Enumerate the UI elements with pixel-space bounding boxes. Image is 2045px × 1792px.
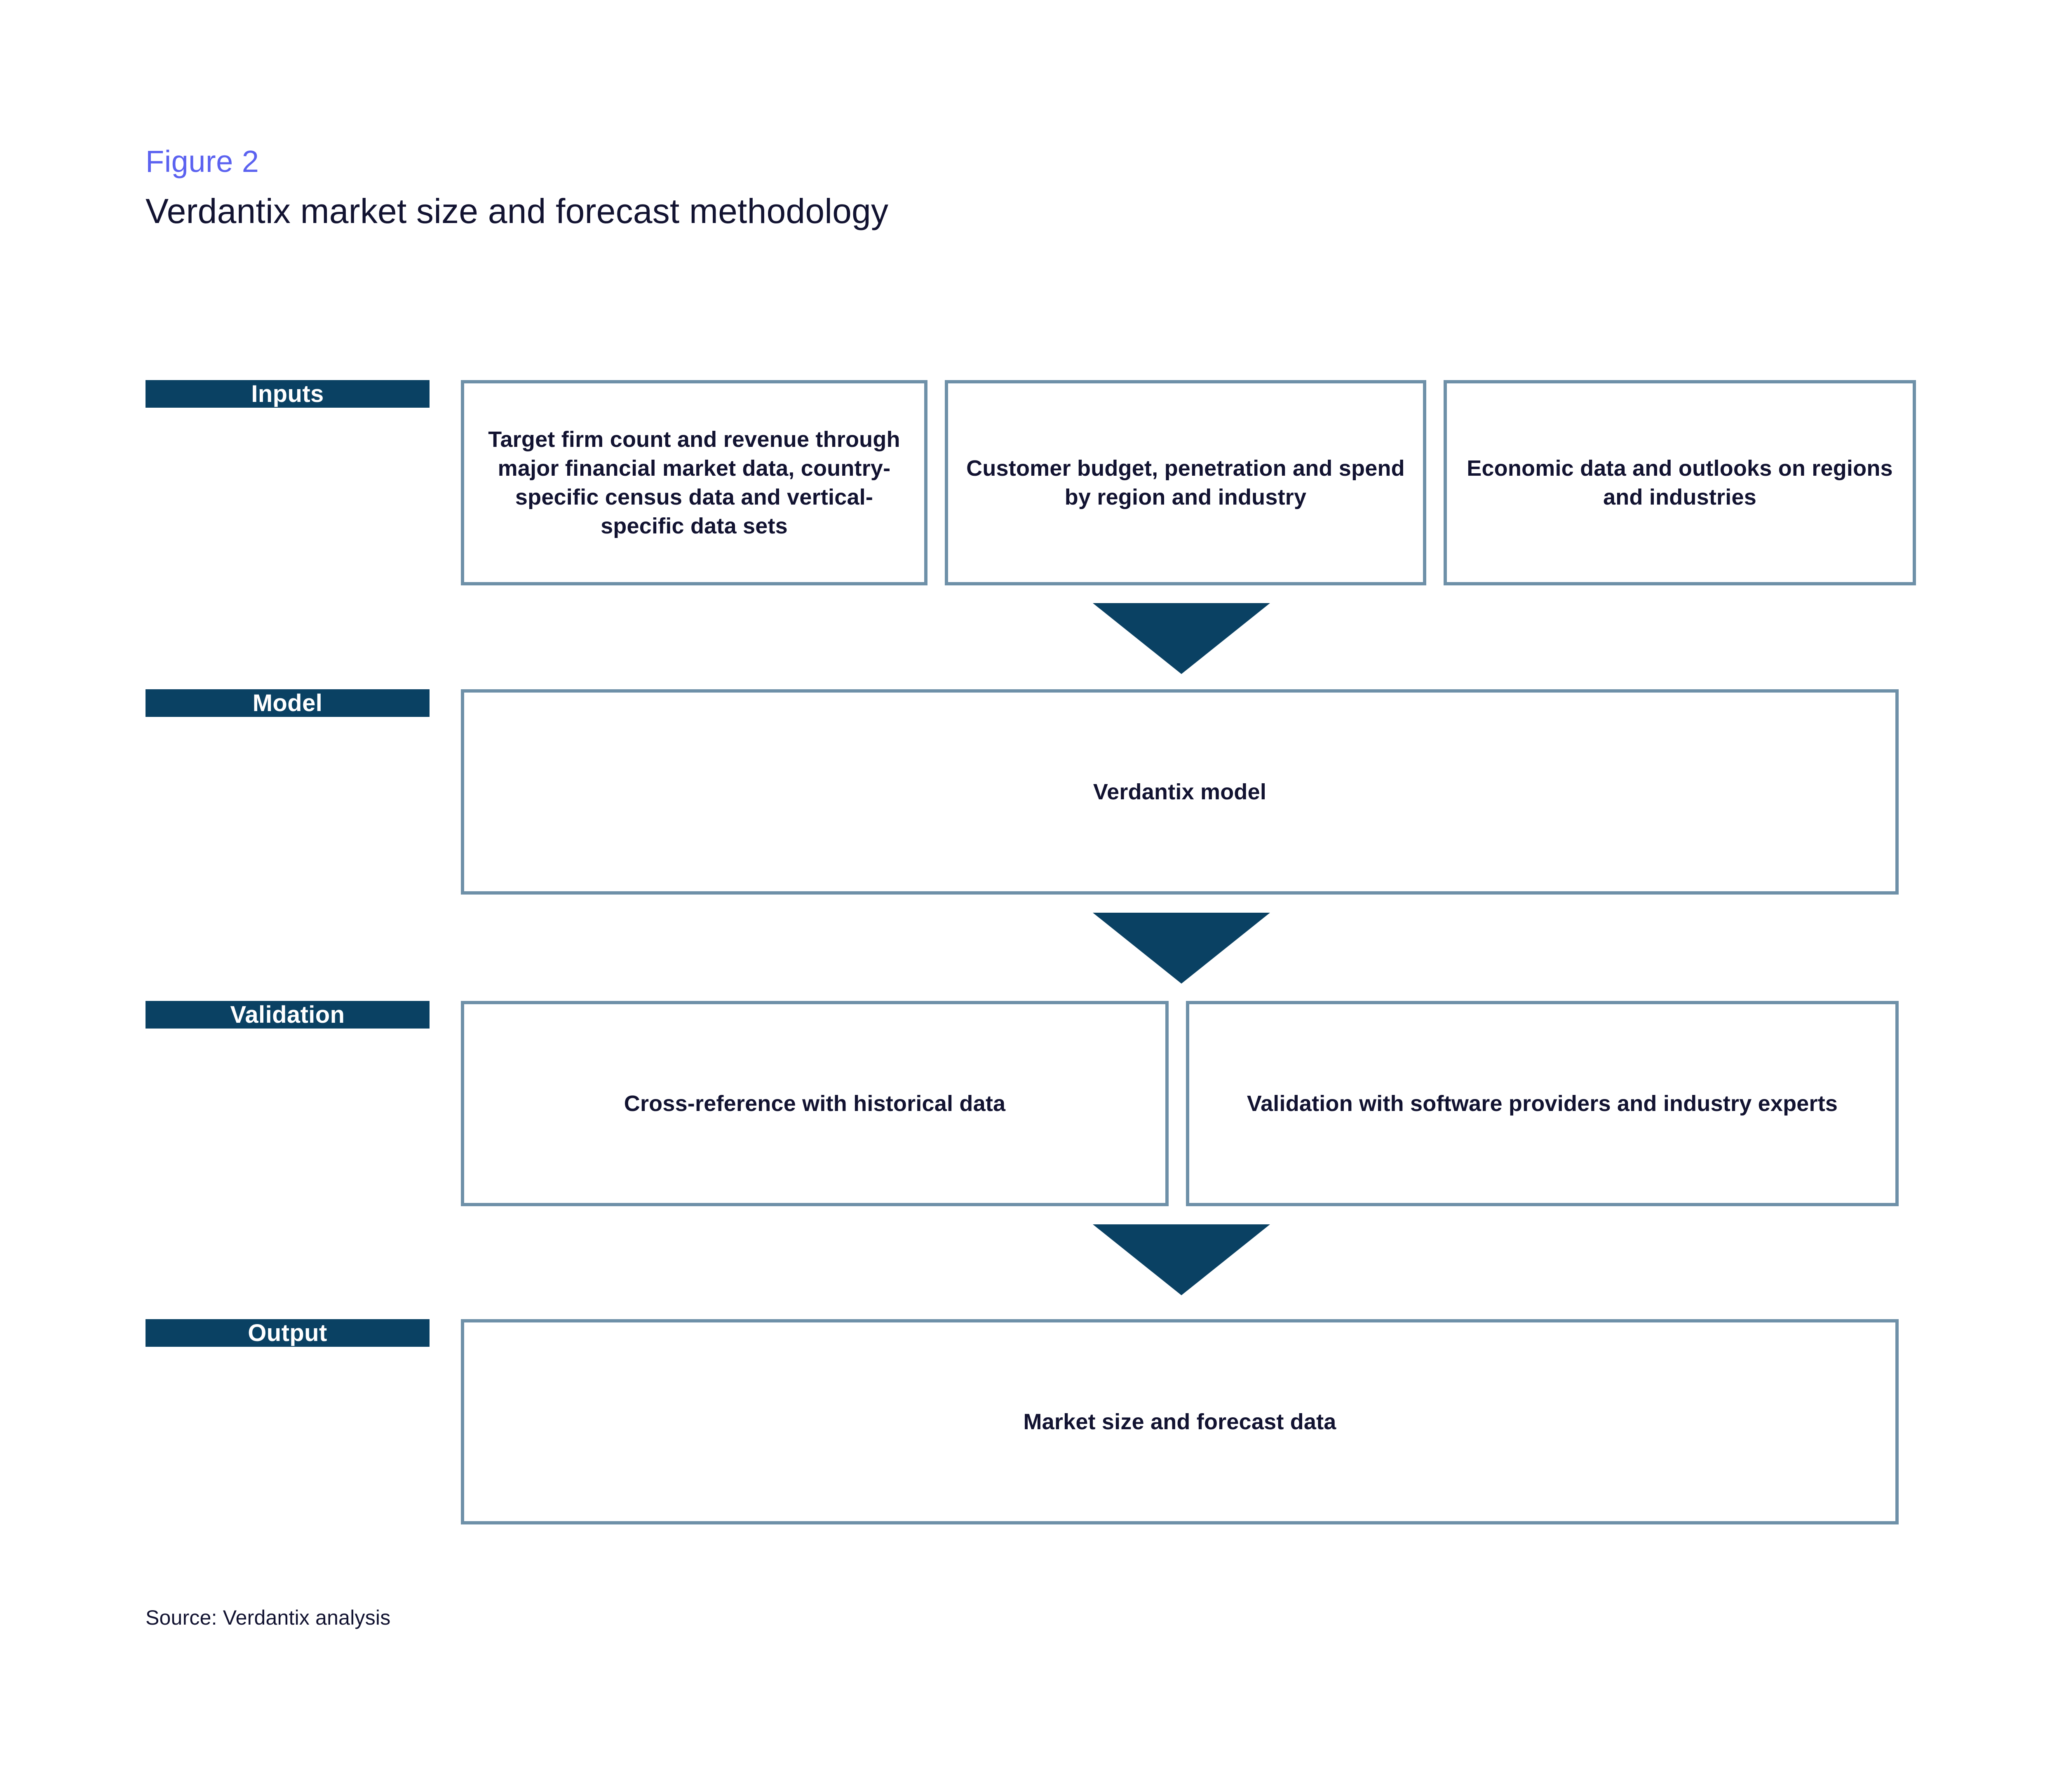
- figure-title: Verdantix market size and forecast metho…: [146, 192, 889, 230]
- arrow-down-inputs-to-model: [1093, 603, 1270, 674]
- arrow-down-model-to-validation: [1093, 913, 1270, 984]
- validation-box-software-providers: Validation with software providers and i…: [1186, 1001, 1899, 1206]
- flow-row-model: Model Verdantix model: [146, 689, 1899, 895]
- source-note: Source: Verdantix analysis: [146, 1606, 391, 1629]
- input-box-customer-budget: Customer budget, penetration and spend b…: [945, 380, 1426, 585]
- input-box-target-firm-data: Target firm count and revenue through ma…: [461, 380, 927, 585]
- arrow-down-validation-to-output: [1093, 1224, 1270, 1295]
- flow-row-output: Output Market size and forecast data: [146, 1319, 1899, 1524]
- inputs-box-group: Target firm count and revenue through ma…: [461, 380, 1916, 585]
- stage-label-validation: Validation: [146, 1001, 430, 1029]
- flow-row-inputs: Inputs Target firm count and revenue thr…: [146, 380, 1916, 585]
- flow-row-validation: Validation Cross-reference with historic…: [146, 1001, 1899, 1206]
- stage-label-model: Model: [146, 689, 430, 717]
- validation-box-group: Cross-reference with historical data Val…: [461, 1001, 1899, 1206]
- output-box-market-size-forecast: Market size and forecast data: [461, 1319, 1899, 1524]
- output-box-group: Market size and forecast data: [461, 1319, 1899, 1524]
- input-box-economic-data: Economic data and outlooks on regions an…: [1444, 380, 1916, 585]
- model-box-verdantix-model: Verdantix model: [461, 689, 1899, 895]
- model-box-group: Verdantix model: [461, 689, 1899, 895]
- stage-label-inputs: Inputs: [146, 380, 430, 408]
- stage-label-output: Output: [146, 1319, 430, 1347]
- validation-box-cross-reference: Cross-reference with historical data: [461, 1001, 1169, 1206]
- figure-number-label: Figure 2: [146, 144, 259, 178]
